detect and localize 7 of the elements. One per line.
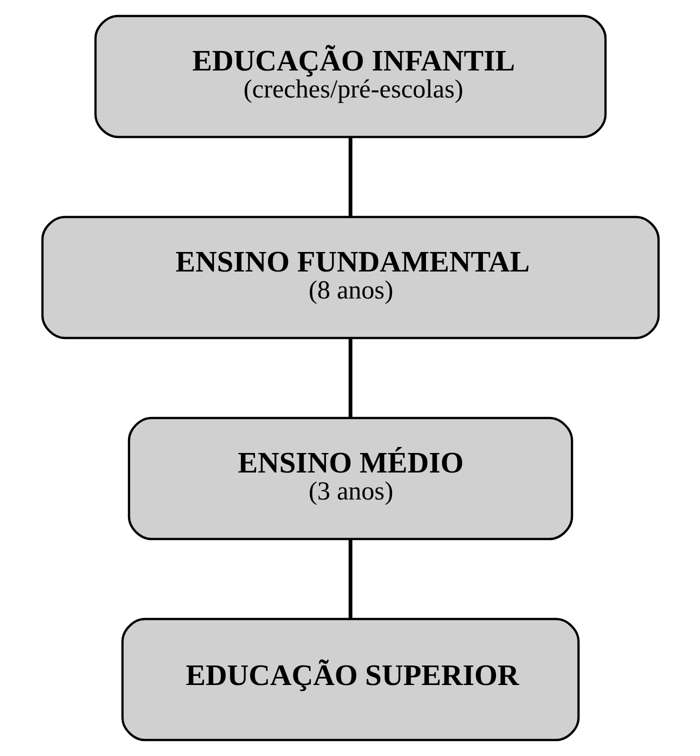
connector	[348, 338, 352, 418]
connector	[348, 539, 352, 619]
node-box: ENSINO MÉDIO (3 anos)	[127, 416, 573, 540]
node-box: ENSINO FUNDAMENTAL (8 anos)	[40, 216, 660, 340]
node-box: EDUCAÇÃO INFANTIL (creches/pré-escolas)	[94, 14, 606, 138]
node-box: EDUCAÇÃO SUPERIOR	[120, 618, 580, 742]
connector	[348, 137, 352, 217]
